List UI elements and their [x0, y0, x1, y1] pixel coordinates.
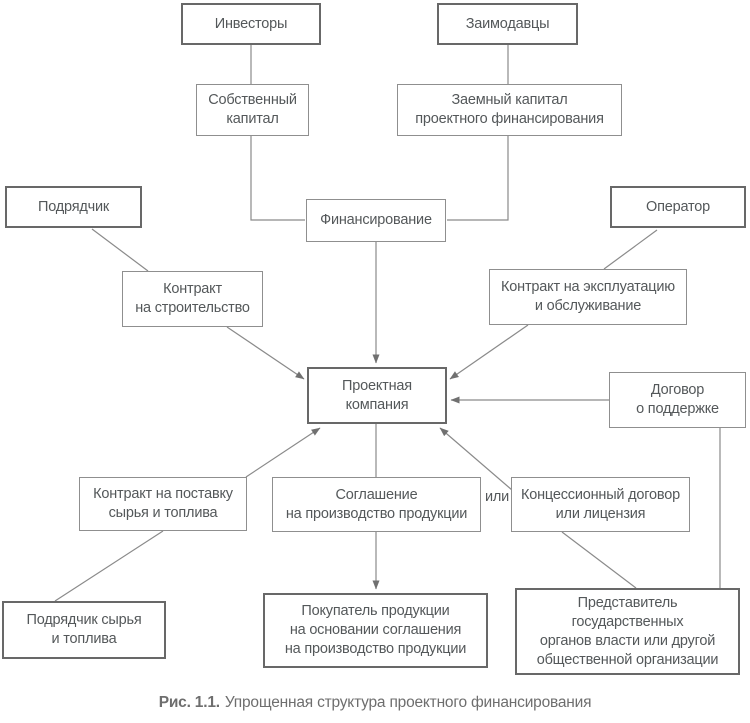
node-lenders: Заимодавцы — [437, 3, 578, 45]
node-own-capital: Собственный капитал — [196, 84, 309, 136]
edge-debt-capital-to-financing — [447, 136, 509, 221]
node-concession: Концессионный договор или лицензия — [511, 477, 690, 532]
node-debt-capital: Заемный капитал проектного финансировани… — [397, 84, 622, 136]
node-operator: Оператор — [610, 186, 746, 228]
node-operation-contract: Контракт на эксплуатацию и обслуживание — [489, 269, 687, 325]
node-contractor: Подрядчик — [5, 186, 142, 228]
edge-operator-to-operation-contract — [603, 229, 658, 270]
node-support-agreement: Договор о поддержке — [609, 372, 746, 428]
or-connector-label: или — [484, 489, 510, 505]
node-investors: Инвесторы — [181, 3, 321, 45]
node-project-company: Проектная компания — [307, 367, 447, 424]
node-product-buyer: Покупатель продукции на основании соглаш… — [263, 593, 488, 668]
node-supply-contract: Контракт на поставку сырья и топлива — [79, 477, 247, 531]
edge-operation-contract-to-project-company — [449, 324, 529, 380]
edge-contractor-to-construction-contract — [91, 228, 149, 272]
edge-concession-to-state-representative — [561, 531, 637, 589]
figure-caption: Рис. 1.1.Упрощенная структура проектного… — [0, 694, 750, 712]
node-financing: Финансирование — [306, 199, 446, 242]
node-construction-contract: Контракт на строительство — [122, 271, 263, 327]
node-state-representative: Представитель государственных органов вл… — [515, 588, 740, 675]
edge-supply-contract-to-project-company — [245, 427, 321, 478]
figure-title: Упрощенная структура проектного финансир… — [224, 694, 592, 711]
node-production-agreement: Соглашение на производство продукции — [272, 477, 481, 532]
edge-own-capital-to-financing — [250, 136, 305, 221]
edge-supply-contract-to-raw-fuel-contractor — [54, 530, 164, 602]
figure-number: Рис. 1.1. — [158, 694, 220, 711]
node-raw-fuel-contractor: Подрядчик сырья и топлива — [2, 601, 166, 659]
edge-construction-contract-to-project-company — [226, 326, 305, 380]
